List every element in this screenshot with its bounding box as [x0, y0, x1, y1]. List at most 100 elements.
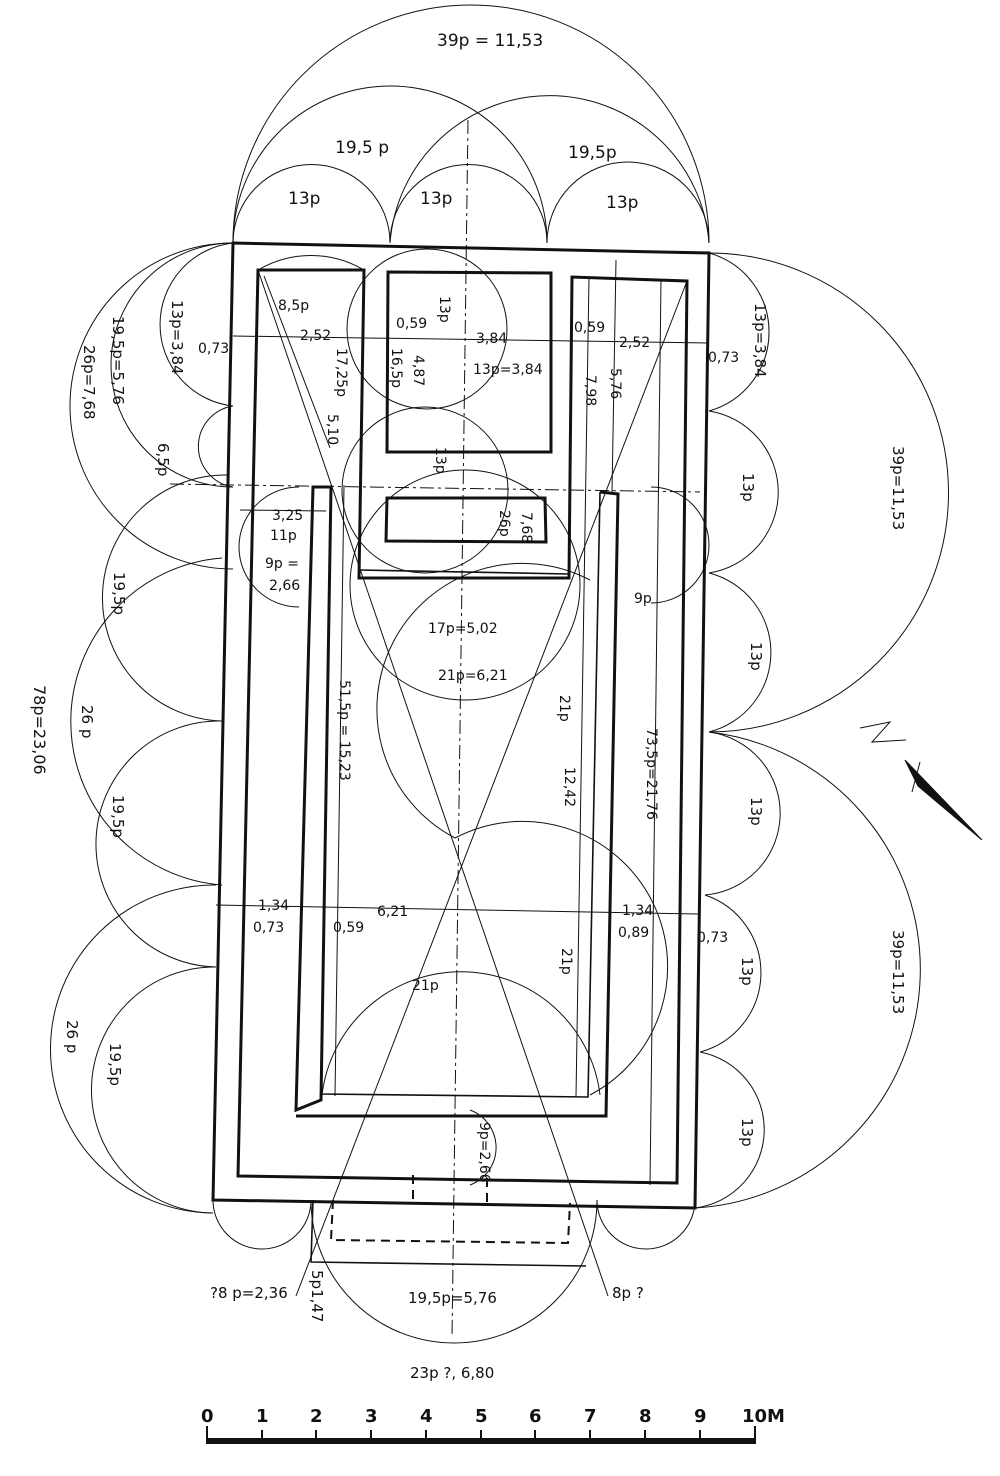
right-small-circle-arc: [650, 486, 710, 604]
room-circle-upper: [346, 248, 508, 410]
label-8p-left: ?8 p=2,36: [210, 1284, 288, 1302]
label-7-98: 7,98: [582, 375, 598, 406]
label-top-center-small-arc: 13p: [420, 189, 452, 209]
label-0-73-left-b: 0,73: [253, 920, 284, 936]
label-73-5p: 73,5p=21,76: [643, 728, 659, 820]
dim-line-73p: [649, 279, 662, 1186]
label-top-right-mid-arc: 19,5p: [568, 143, 617, 163]
top-outer-arc: [232, 4, 710, 244]
label-12-42: 12,42: [561, 767, 577, 807]
label-0-73-left: 0,73: [198, 341, 229, 357]
label-4-87: 4,87: [410, 355, 426, 386]
label-2-52-right: 2,52: [619, 335, 650, 351]
left-arc-19p-b: [102, 474, 230, 722]
label-6-21: 6,21: [377, 904, 408, 920]
label-9p-2-66-b: 9p=2,66: [476, 1122, 492, 1183]
label-7-68: 7,68: [518, 512, 534, 543]
door-circle-17p: [349, 469, 581, 701]
label-21p-right: 21p: [556, 695, 572, 722]
label-right-13p-4: 13p: [738, 957, 756, 986]
label-top-left-mid-arc: 19,5 p: [335, 138, 389, 158]
left-small-circle-arc: [238, 486, 300, 608]
label-left-total: 78p=23,06: [30, 685, 49, 775]
dim-line-cross: [239, 509, 327, 512]
label-51-5p: 51,5p = 15,23: [336, 680, 352, 781]
right-arc-13p-e: [699, 894, 762, 1053]
left-arc-26p-c: [50, 884, 217, 1214]
right-arc-13p-c: [708, 572, 772, 733]
bottom-right-small-arc: [596, 1199, 696, 1250]
north-arrow-head: [904, 759, 983, 841]
second-wall: [236, 268, 689, 1185]
label-0-59-left: 0,59: [396, 316, 427, 332]
right-arc-39p-b: [694, 731, 921, 1209]
label-3-25: 3,25: [272, 508, 303, 524]
label-left-26p-b: 26 p: [78, 705, 96, 738]
top-labels: 39p = 11,53 19,5 p 19,5p 13p 13p 13p: [288, 31, 638, 213]
label-5p: 5p1,47: [308, 1270, 326, 1322]
dim-line-7-98: [575, 276, 590, 1098]
scale-label-2: 2: [310, 1406, 323, 1427]
label-3-84: 3,84: [476, 331, 507, 347]
top-center-small-arc: [389, 164, 548, 244]
left-labels: 13p=3,84 19,5p=5,76 26p=7,68 6,5p 19,5p …: [30, 300, 186, 1086]
label-left-19p: 19,5p=5,76: [109, 316, 127, 405]
label-left-19p-b: 19,5p: [110, 572, 128, 615]
label-top-right-small-arc: 13p: [606, 193, 638, 213]
scale-label-3: 3: [365, 1406, 378, 1427]
dim-line-upper: [232, 335, 710, 344]
arc-8-5p: [257, 254, 365, 271]
right-arc-13p-f: [694, 1051, 765, 1209]
central-axis: [451, 119, 469, 1339]
label-21p-right-b: 21p: [558, 948, 574, 975]
porch-dashed-line: [329, 1199, 571, 1245]
label-left-19p-c: 19,5p: [109, 795, 127, 838]
label-1-34-right: 1,34: [622, 903, 653, 919]
right-labels: 13p=3,84 39p=11,53 13p 13p 13p 13p 39p=1…: [738, 303, 907, 1147]
label-right-13p-top: 13p=3,84: [751, 303, 769, 378]
label-0-59-right: 0,59: [574, 320, 605, 336]
top-construction-arcs: [232, 4, 710, 244]
porch-entry-dashed: [412, 1175, 488, 1205]
label-5-76: 5,76: [607, 368, 623, 399]
label-room-13p: 13p: [436, 296, 452, 323]
scale-label-4: 4: [420, 1406, 433, 1427]
scale-label-1: 1: [256, 1406, 269, 1427]
left-arc-19p-d: [91, 966, 217, 1214]
dim-line-lower: [215, 904, 699, 915]
left-arc-19p: [110, 242, 234, 488]
scale-label-10m: 10M: [742, 1406, 785, 1427]
label-right-39p-bottom: 39p=11,53: [889, 930, 907, 1014]
label-2-52-left: 2,52: [300, 328, 331, 344]
label-13p-3-84: 13p=3,84: [473, 362, 543, 378]
label-9p-right: 9p: [634, 591, 652, 607]
left-arc-26p-b: [70, 557, 223, 886]
top-right-mid-arc: [389, 95, 710, 244]
label-right-13p-1: 13p: [739, 473, 757, 502]
label-left-13p: 13p=3,84: [168, 300, 186, 375]
left-arc-13p-b: [197, 405, 234, 488]
label-21p-6-21: 21p=6,21: [438, 668, 508, 684]
label-8-5p: 8,5p: [278, 298, 309, 314]
label-0-59-left-b: 0,59: [333, 920, 364, 936]
dim-line-51p: [334, 484, 345, 1097]
label-top-outer-arc: 39p = 11,53: [437, 31, 543, 51]
label-left-26p-c: 26 p: [63, 1020, 81, 1053]
right-construction-arcs: [694, 252, 949, 1209]
dim-line-5-76: [611, 259, 617, 494]
right-arc-13p-a: [708, 252, 770, 412]
scale-label-9: 9: [694, 1406, 707, 1427]
top-right-small-arc: [546, 161, 710, 244]
north-arrow-stem: [911, 761, 921, 793]
label-11p: 11p: [270, 528, 297, 544]
label-9p: 9p =: [265, 556, 299, 572]
left-arc-13p-a: [159, 242, 234, 407]
scale-bar: 0 1 2 3 4 5 6 7 8 9 10M: [201, 1406, 785, 1444]
cross-axis: [169, 483, 701, 493]
label-right-13p-3: 13p: [747, 797, 765, 826]
bottom-inner-arc-21p: [321, 971, 601, 1096]
adyton-small-chamber: [384, 496, 548, 544]
label-26p: 26p: [496, 510, 512, 537]
scale-label-5: 5: [475, 1406, 488, 1427]
